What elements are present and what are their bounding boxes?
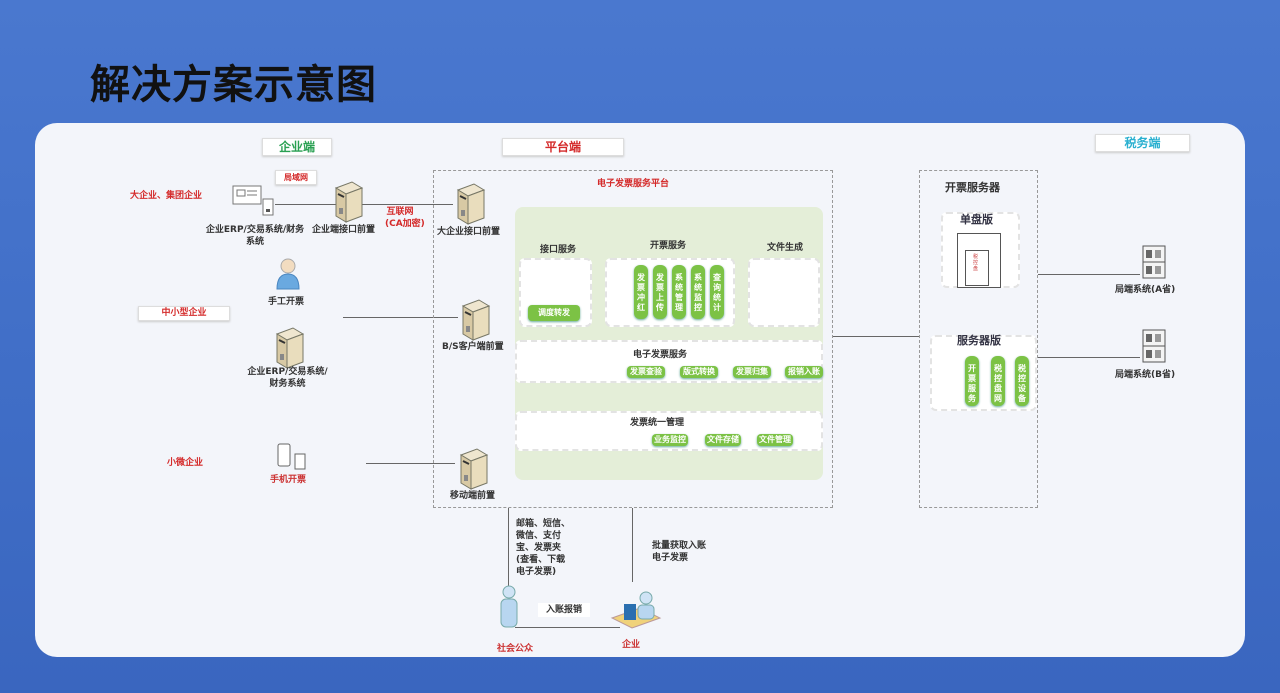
- server-item: 开票服务: [965, 356, 979, 406]
- ca-text: (CA加密): [385, 219, 425, 229]
- tax-system-a-label: 局端系统(A省): [1115, 285, 1176, 295]
- invoice-server-box: [919, 170, 1038, 508]
- page-title: 解决方案示意图: [90, 62, 377, 108]
- mgmt-item: 文件存储: [705, 434, 741, 446]
- invoice-server-title: 开票服务器: [945, 181, 1000, 194]
- internet-text: 互联网: [386, 207, 414, 217]
- single-disk-label: 单盘版: [960, 213, 993, 226]
- server-icon: [271, 326, 307, 370]
- server-item: 税控设备: [1015, 356, 1029, 406]
- section-enterprise: 企业端: [262, 138, 332, 156]
- platform-title: 电子发票服务平台: [596, 179, 669, 189]
- einvoice-item: 发票归集: [733, 366, 771, 378]
- reimburse-label: 入账报销: [538, 603, 590, 617]
- connector: [1038, 357, 1140, 358]
- server-item: 税控盘网: [991, 356, 1005, 406]
- micro-enterprise-label: 小微企业: [166, 458, 203, 468]
- einvoice-item: 版式转换: [680, 366, 718, 378]
- mgmt-item: 业务监控: [652, 434, 688, 446]
- server-icon: [330, 180, 366, 224]
- dispatch-pill: 调度转发: [528, 305, 580, 321]
- issue-item: 系统监控: [691, 265, 705, 319]
- server-icon: [457, 298, 493, 342]
- connector: [508, 508, 509, 590]
- platform-box: [433, 170, 833, 508]
- connector: [366, 463, 455, 464]
- erp-system-label: 企业ERP/交易系统/财务系统: [205, 225, 305, 247]
- lan-label: 局域网: [275, 170, 317, 185]
- connector: [275, 204, 453, 205]
- erp-system-label-2: 企业ERP/交易系统/财务系统: [247, 367, 328, 389]
- tax-disk-icon: 税控盘: [965, 250, 989, 286]
- file-generation-label: 文件生成: [767, 243, 804, 253]
- rack-server-icon: [1140, 326, 1168, 366]
- server-version-label: 服务器版: [957, 334, 1001, 347]
- einvoice-item: 发票查验: [627, 366, 665, 378]
- large-gateway-label: 大企业接口前置: [437, 227, 501, 237]
- public-label: 社会公众: [497, 644, 534, 654]
- server-icon: [455, 447, 491, 491]
- mobile-gateway-label: 移动端前置: [450, 491, 496, 501]
- section-tax: 税务端: [1095, 134, 1190, 152]
- bs-gateway-label: B/S客户端前置: [442, 342, 504, 352]
- invoice-management-label: 发票统一管理: [630, 418, 685, 428]
- connector: [833, 336, 920, 337]
- einvoice-service-box: [515, 340, 823, 383]
- issue-item: 发票上传: [653, 265, 667, 319]
- interface-service-label: 接口服务: [540, 245, 577, 255]
- company-label: 企业: [622, 640, 641, 650]
- manual-invoice-label: 手工开票: [268, 297, 305, 307]
- issue-item: 发票冲红: [634, 265, 648, 319]
- file-generation-box: [748, 258, 820, 327]
- person-icon: [276, 258, 300, 290]
- enterprise-gateway-label: 企业端接口前置: [312, 225, 376, 235]
- batch-fetch-label: 批量获取入账电子发票: [652, 541, 707, 563]
- mgmt-item: 文件管理: [757, 434, 793, 446]
- tax-system-b-label: 局端系统(B省): [1115, 370, 1176, 380]
- connector: [1038, 274, 1140, 275]
- mobile-phone-icon: [277, 443, 306, 470]
- einvoice-service-label: 电子发票服务: [633, 350, 688, 360]
- issue-service-label: 开票服务: [650, 241, 687, 251]
- connector: [515, 627, 620, 628]
- erp-computer-icon: [232, 185, 274, 216]
- connector: [343, 317, 458, 318]
- connector: [632, 508, 633, 582]
- channels-label: 邮箱、短信、微信、支付宝、发票夹(查看、下载电子发票): [516, 519, 571, 577]
- enterprise-user-icon: [610, 591, 662, 629]
- public-person-icon: [500, 585, 518, 628]
- issue-item: 查询统计: [710, 265, 724, 319]
- sme-label: 中小型企业: [138, 306, 230, 321]
- einvoice-item: 报销入账: [785, 366, 823, 378]
- large-enterprise-label: 大企业、集团企业: [130, 191, 203, 201]
- server-icon: [452, 182, 488, 226]
- rack-server-icon: [1140, 242, 1168, 282]
- section-platform: 平台端: [502, 138, 624, 156]
- mobile-invoice-label: 手机开票: [270, 475, 307, 485]
- issue-item: 系统管理: [672, 265, 686, 319]
- internet-label: 互联网 (CA加密): [385, 206, 425, 230]
